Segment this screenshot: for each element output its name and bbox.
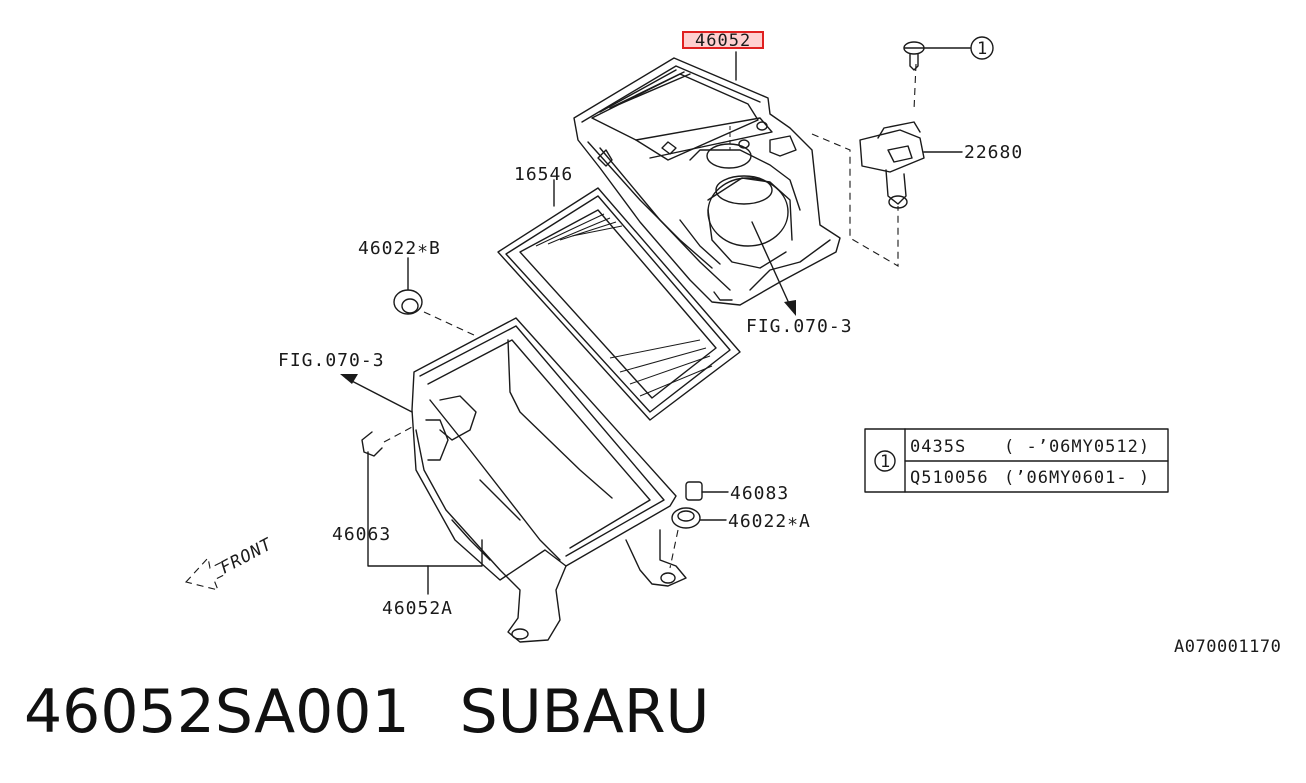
callout-46052[interactable]: 46052 [695,31,751,51]
callout-46052a[interactable]: 46052A [382,598,453,619]
grommet-46022b [393,257,477,337]
callout-46083[interactable]: 46083 [730,483,789,504]
callout-46063[interactable]: 46063 [332,524,391,545]
legend-row-2-part: Q510056 [910,468,989,488]
legend-row-1-part: 0435S [910,437,966,457]
screw-ref-1 [903,36,994,71]
callout-fig-left[interactable]: FIG.070-3 [278,350,385,371]
sensor-22680 [811,63,963,267]
plug-46083 [685,481,729,501]
callout-16546[interactable]: 16546 [514,164,573,185]
callout-fig-right[interactable]: FIG.070-3 [746,316,853,337]
callout-46022a[interactable]: 46022∗A [728,511,811,532]
part-number: 46052SA001 [24,677,410,747]
clip-46063 [361,425,415,457]
legend-row-1-range: ( -’06MY0512) [1004,437,1150,457]
grommet-46022a [669,507,727,569]
callout-22680[interactable]: 22680 [964,142,1023,163]
filter-element-drawing [497,179,741,421]
lower-case-drawing [367,317,687,643]
legend-table: 1 0435S ( -’06MY0512) Q510056 (’06MY0601… [864,428,1169,493]
highlight-box[interactable] [682,31,764,49]
callout-46022b[interactable]: 46022∗B [358,238,441,259]
upper-case-drawing [573,51,841,306]
fig-arrow-right [751,221,796,316]
brand-name: SUBARU [459,677,710,747]
diagram-code: A070001170 [1174,637,1281,657]
front-label: FRONT [217,534,277,578]
circle-ref-label: 1 [977,39,988,59]
legend-ref: 1 [880,452,891,472]
legend-row-2-range: (’06MY0601- ) [1004,468,1150,488]
front-arrow-icon [184,556,227,591]
fig-arrow-left [340,374,413,413]
